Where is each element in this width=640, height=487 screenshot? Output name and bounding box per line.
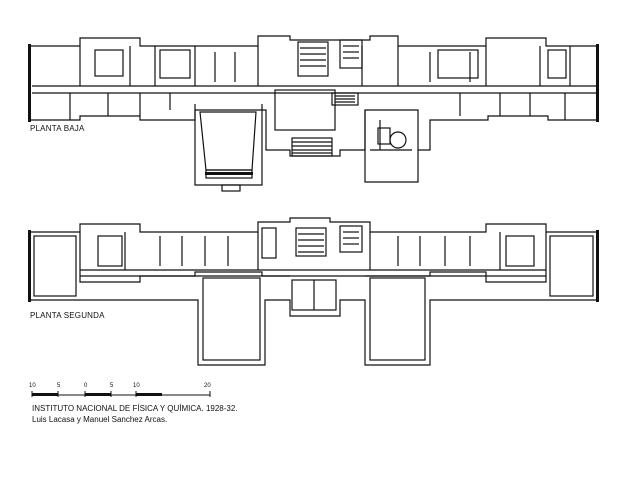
scale-tick-label: 0 <box>84 383 88 389</box>
scale-tick-label: 5 <box>57 383 61 389</box>
caption-title: INSTITUTO NACIONAL DE FÍSICA Y QUÍMICA. … <box>32 404 238 413</box>
ground-floor-plan <box>29 35 598 192</box>
ground-floor-label: PLANTA BAJA <box>30 124 85 133</box>
second-floor-label: PLANTA SEGUNDA <box>30 311 105 320</box>
scale-bar <box>31 391 211 397</box>
scale-tick-label: 20 <box>204 383 211 389</box>
scale-tick-label: 10 <box>133 383 140 389</box>
scale-tick-label: 10 <box>29 383 36 389</box>
second-floor-plan <box>29 217 598 366</box>
scale-tick-label: 5 <box>110 383 114 389</box>
caption-architects: Luis Lacasa y Manuel Sanchez Arcas. <box>32 415 168 424</box>
